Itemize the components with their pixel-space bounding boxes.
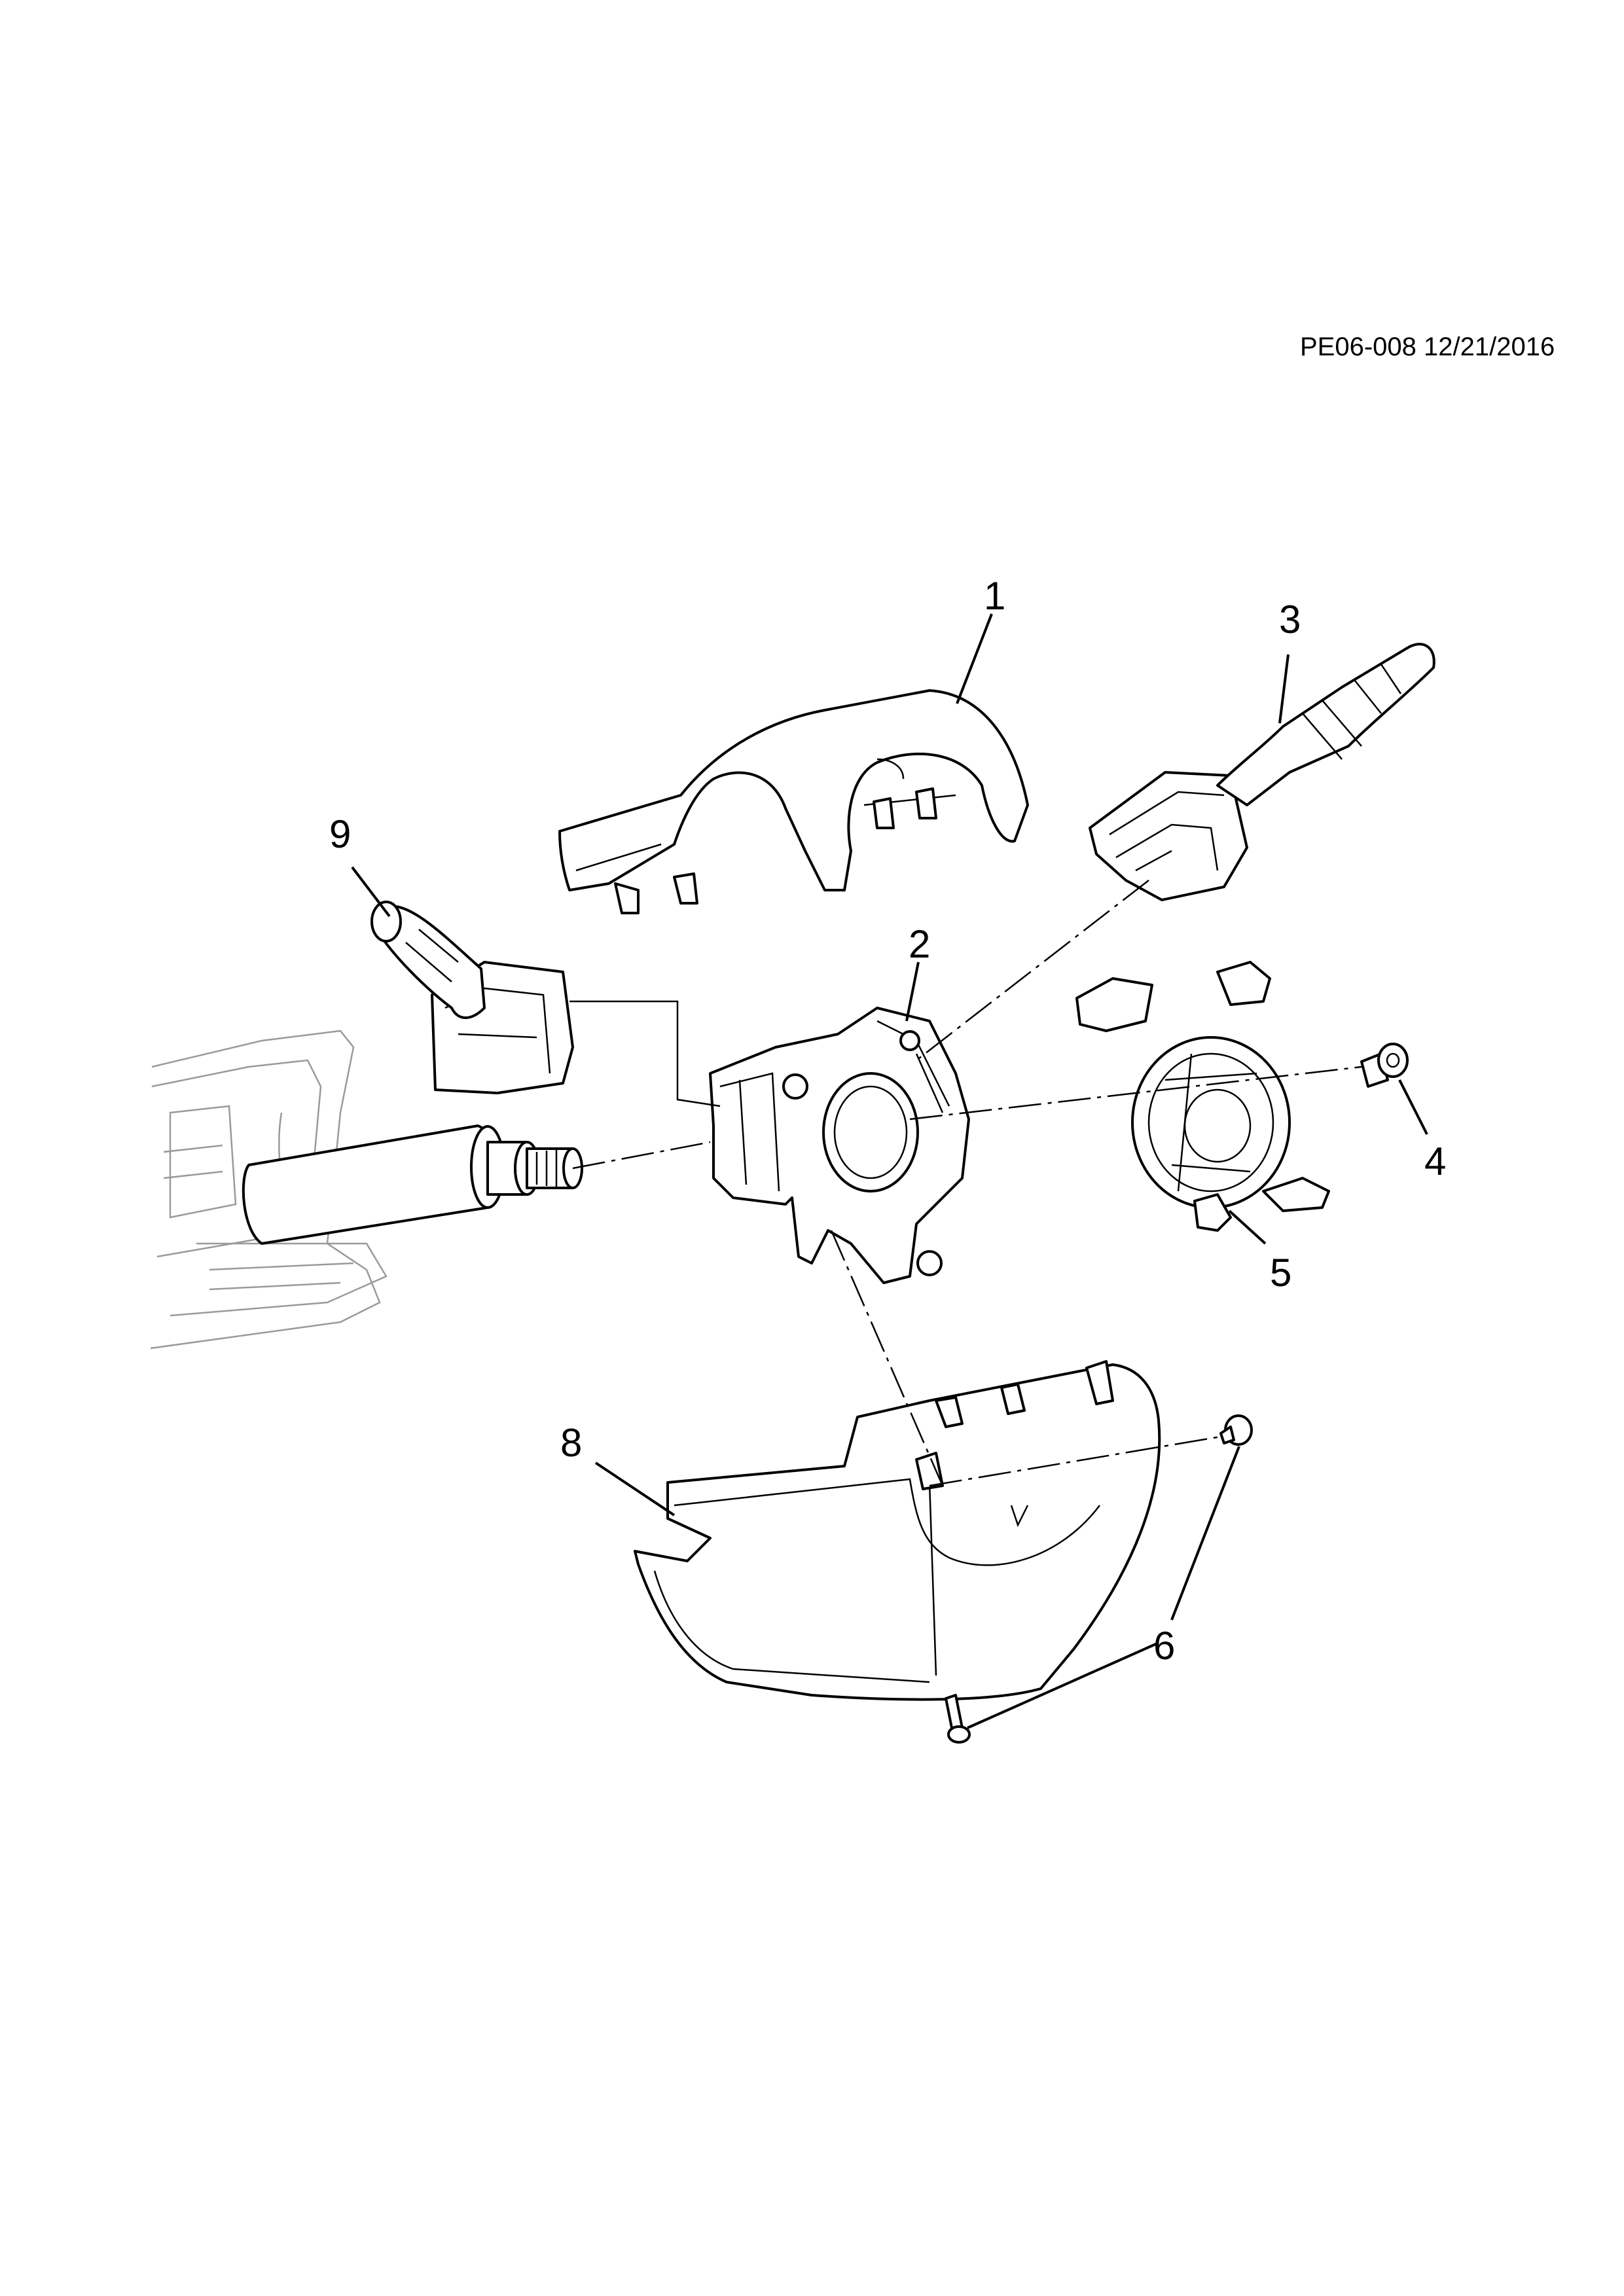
leader-lines: [351, 613, 1428, 1729]
callout-6: 6: [1153, 1624, 1176, 1668]
screw-4: [1360, 1043, 1409, 1088]
screw-6-upper: [1219, 1414, 1253, 1446]
callout-8: 8: [560, 1421, 583, 1465]
assembly-lines: [569, 880, 1362, 1487]
callout-1: 1: [984, 574, 1006, 618]
callout-9: 9: [329, 812, 352, 856]
upper-column-cover: [558, 689, 1029, 914]
callout-2: 2: [909, 922, 931, 966]
steering-column: [150, 1030, 583, 1350]
clockspring: [1075, 961, 1330, 1232]
callout-3: 3: [1279, 598, 1301, 641]
callout-4: 4: [1424, 1139, 1447, 1183]
switch-housing: [709, 1007, 970, 1284]
screw-6-lower: [945, 1694, 971, 1744]
wiper-switch: [1089, 643, 1435, 901]
document-reference: PE06-008 12/21/2016: [1300, 332, 1555, 361]
callout-5: 5: [1270, 1251, 1292, 1295]
turn-signal-switch: [370, 901, 574, 1094]
lower-column-cover: [634, 1360, 1161, 1701]
